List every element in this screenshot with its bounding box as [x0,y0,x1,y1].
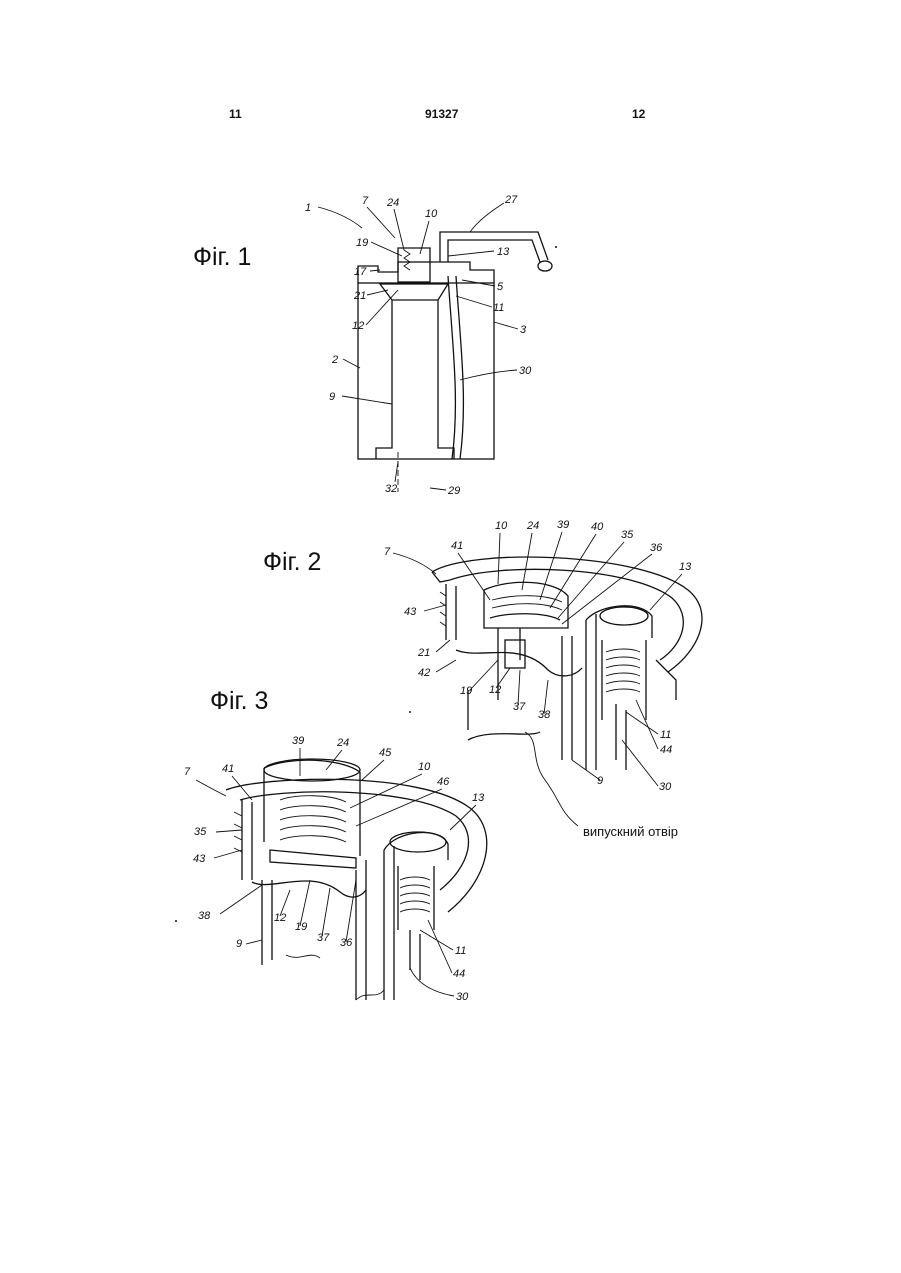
fig1-label: 19 [356,237,368,249]
fig2-label: 40 [591,521,604,533]
fig1-label: 3 [520,324,527,336]
fig2-label: 24 [526,520,539,532]
fig1-drawing: 1 7 24 10 27 19 13 17 5 21 11 12 3 2 30 … [305,194,552,497]
fig2-label: 7 [384,546,391,558]
fig2-label: 43 [404,606,417,618]
fig3-label: 46 [437,776,450,788]
fig2-drawing: 7 10 24 39 40 35 36 41 13 43 21 42 19 12… [384,519,702,826]
fig3-drawing: 39 24 45 7 41 10 46 13 35 43 38 12 19 37… [184,735,487,1003]
fig2-label: 44 [660,744,672,756]
fig3-label: 44 [453,968,465,980]
fig3-label: 30 [456,991,469,1003]
fig2-label: 37 [513,701,526,713]
fig3-label: 13 [472,792,485,804]
fig2-label: 13 [679,561,692,573]
fig2-label: 36 [650,542,663,554]
fig1-label: 1 [305,202,311,214]
fig1-label: 11 [493,302,504,314]
fig1-label: 29 [447,485,460,497]
fig3-label: 11 [455,945,466,957]
fig3-label: 43 [193,853,206,865]
fig3-label: 7 [184,766,191,778]
fig2-label: 9 [597,775,603,787]
fig2-label: 42 [418,667,430,679]
fig2-label: 35 [621,529,634,541]
fig3-label: 35 [194,826,207,838]
fig1-label: 24 [386,197,399,209]
fig2-label: 11 [660,729,671,741]
fig1-label: 2 [331,354,338,366]
fig1-label: 17 [354,266,367,278]
fig2-label: 19 [460,685,472,697]
fig3-label: 37 [317,932,330,944]
fig2-label: 39 [557,519,569,531]
fig1-label: 21 [353,290,366,302]
fig1-label: 13 [497,246,510,258]
fig3-label: 9 [236,938,242,950]
fig1-label: 27 [504,194,518,206]
fig3-label: 45 [379,747,392,759]
fig1-label: 30 [519,365,532,377]
fig3-label: 24 [336,737,349,749]
fig3-label: 41 [222,763,234,775]
fig2-label: 41 [451,540,463,552]
fig3-label: 12 [274,912,286,924]
fig2-label: 30 [659,781,672,793]
fig3-label: 38 [198,910,211,922]
fig3-label: 10 [418,761,431,773]
fig1-label: 32 [385,483,397,495]
fig2-label: 21 [417,647,430,659]
fig1-label: 12 [352,320,364,332]
fig3-label: 39 [292,735,304,747]
fig1-label: 5 [497,281,504,293]
fig1-label: 7 [362,195,369,207]
fig2-label: 10 [495,520,508,532]
fig1-label: 9 [329,391,335,403]
fig2-label: 12 [489,684,501,696]
fig1-label: 10 [425,208,438,220]
